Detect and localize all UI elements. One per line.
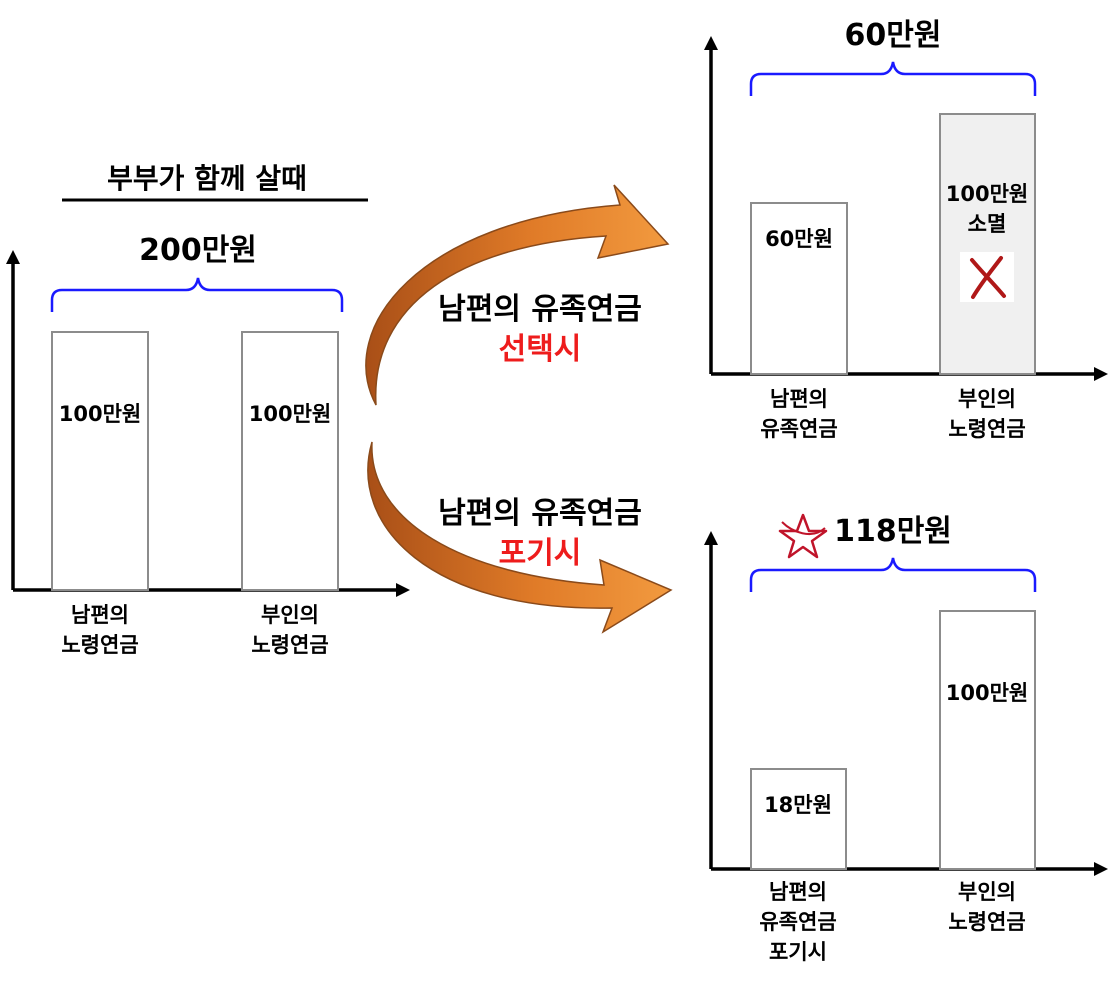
top-right-bar2-label-2: 노령연금 (948, 417, 1025, 441)
left-bar2-label-1: 부인의 (261, 603, 319, 627)
top-right-bar1-value: 60만원 (765, 227, 833, 251)
bottom-right-bar-wife (939, 610, 1036, 870)
top-right-total: 60만원 (845, 18, 942, 53)
bottom-right-bar1-value: 18만원 (764, 793, 832, 817)
top-right-bar-wife-removed (939, 113, 1036, 375)
top-right-panel: 60만원 60만원 100만원 소멸 남편의 유족연금 부인의 노령연금 (704, 18, 1108, 441)
top-right-bar2-value-2: 소멸 (968, 212, 1007, 236)
cross-mark-icon (960, 252, 1014, 302)
left-bar1-label-1: 남편의 (71, 603, 129, 627)
left-bar1-label-2: 노령연금 (61, 633, 138, 657)
left-bar-wife (241, 331, 339, 591)
bottom-right-total: 118만원 (834, 514, 952, 549)
bottom-right-bar-survivor (750, 768, 847, 870)
top-right-bar2-label-1: 부인의 (958, 387, 1016, 411)
bottom-right-brace (749, 557, 1037, 592)
left-panel: 부부가 함께 살때 200만원 100만원 100만원 남편의 노령연금 부인의… (6, 162, 410, 657)
top-right-brace (749, 61, 1037, 96)
top-right-bar1-label-1: 남편의 (770, 387, 828, 411)
top-right-bar1-label-2: 유족연금 (760, 417, 837, 441)
bottom-right-panel: 118만원 18만원 100만원 남편의 유족연금 포기시 부인의 노령연금 (704, 513, 1108, 964)
bottom-right-bar1-label-2: 유족연금 (759, 910, 836, 934)
left-heading: 부부가 함께 살때 (107, 162, 307, 195)
top-right-bar2-value-1: 100만원 (946, 182, 1028, 206)
star-icon (778, 513, 828, 559)
arrow-top-caption: 남편의 유족연금 (438, 292, 642, 327)
bottom-right-bar2-label-1: 부인의 (958, 880, 1016, 904)
left-bar2-value: 100만원 (249, 402, 331, 426)
left-bar-husband (51, 331, 149, 591)
left-brace (50, 277, 344, 312)
top-curved-arrow (365, 184, 670, 406)
left-bar2-label-2: 노령연금 (251, 633, 328, 657)
bottom-right-bar2-label-2: 노령연금 (948, 910, 1025, 934)
arrow-top-highlight: 선택시 (499, 332, 582, 367)
left-total: 200만원 (139, 233, 257, 268)
bottom-right-bar1-label-3: 포기시 (769, 940, 827, 964)
bottom-right-bar2-value: 100만원 (946, 681, 1028, 705)
bottom-right-bar1-label-1: 남편의 (769, 880, 827, 904)
left-bar1-value: 100만원 (59, 402, 141, 426)
arrow-bottom-caption: 남편의 유족연금 (438, 496, 642, 531)
arrow-bottom-highlight: 포기시 (499, 536, 582, 571)
bottom-curved-arrow (367, 441, 673, 634)
top-right-bar-survivor (750, 202, 848, 375)
